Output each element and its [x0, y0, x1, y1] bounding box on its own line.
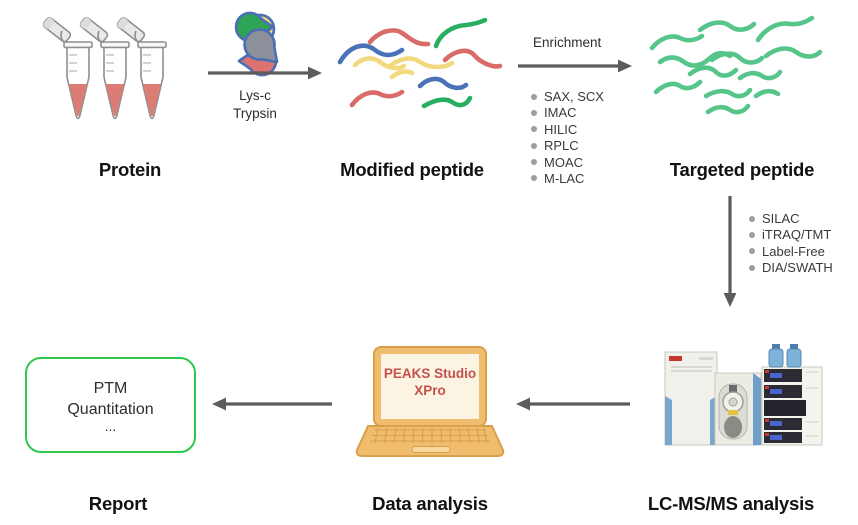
list-item-dia-swath: DIA/SWATH: [749, 260, 833, 275]
bullet-icon: [531, 93, 537, 100]
modified-peptide-squiggles: [337, 17, 503, 109]
digestion-enzymes-note: Lys-c Trypsin: [233, 87, 277, 123]
bullet-icon: [531, 142, 537, 149]
laptop-screen: [381, 354, 479, 419]
report-label: Report: [88, 493, 148, 514]
laptop-illustration: PEAKS Studio XPro: [355, 346, 505, 457]
targeted-peptide-label: Targeted peptide: [669, 159, 815, 180]
list-item-sax-scx: SAX, SCX: [531, 89, 604, 104]
list-item-mlac: M-LAC: [531, 171, 604, 186]
list-item-rplc: RPLC: [531, 138, 604, 153]
bullet-icon: [531, 109, 537, 116]
targeted-peptide-squiggles: [649, 15, 823, 115]
laptop-screen-text-line2: XPro: [414, 383, 446, 398]
arrow-enrichment: [518, 59, 632, 73]
protein-label: Protein: [98, 159, 162, 180]
bullet-icon: [531, 126, 537, 133]
report-line-quantitation: Quantitation: [67, 401, 154, 418]
enrichment-title: Enrichment: [533, 35, 602, 50]
test-tubes-illustration: [42, 17, 167, 120]
modified-peptide-label: Modified peptide: [340, 159, 484, 180]
list-item-imac: IMAC: [531, 105, 604, 120]
list-item-silac: SILAC: [749, 211, 833, 226]
enzyme-pacman-icons: [234, 11, 279, 77]
lcms-analysis-label: LC-MS/MS analysis: [647, 493, 815, 514]
report-line-ptm: PTM: [93, 380, 128, 397]
enzyme-lysc: Lys-c: [239, 88, 271, 103]
bullet-icon: [531, 175, 537, 182]
enzyme-trypsin: Trypsin: [233, 106, 277, 121]
vendor-logo-badge: [669, 356, 682, 361]
enrichment-methods-list: SAX, SCX IMAC HILIC RPLC MOAC M-LAC: [531, 89, 604, 186]
arrow-data-analysis-to-report: [212, 397, 332, 411]
list-item-hilic: HILIC: [531, 122, 604, 137]
solvent-bottles: [768, 344, 802, 368]
laptop-screen-text-line1: PEAKS Studio: [384, 366, 476, 381]
list-item-label-free: Label-Free: [749, 244, 833, 259]
mass-spectrometer-illustration: [664, 344, 823, 446]
report-line-ellipsis: ...: [104, 418, 117, 434]
bullet-icon: [749, 264, 755, 271]
quantification-methods-list: SILAC iTRAQ/TMT Label-Free DIA/SWATH: [749, 211, 833, 275]
laptop-touchpad: [411, 446, 451, 453]
list-item-moac: MOAC: [531, 155, 604, 170]
bullet-icon: [749, 215, 755, 222]
bullet-icon: [749, 231, 755, 238]
list-item-itraq-tmt: iTRAQ/TMT: [749, 227, 833, 242]
arrow-targeted-to-lcms: [723, 196, 737, 307]
report-result-box: PTM Quantitation ...: [25, 357, 196, 453]
laptop-keyboard: [370, 427, 490, 444]
data-analysis-label: Data analysis: [372, 493, 488, 514]
arrow-lcms-to-data-analysis: [516, 397, 630, 411]
ms-cabinet: [664, 351, 718, 446]
bullet-icon: [531, 159, 537, 166]
enzyme-gray: [243, 28, 279, 64]
bullet-icon: [749, 248, 755, 255]
arrow-protein-to-modified: [208, 66, 322, 80]
